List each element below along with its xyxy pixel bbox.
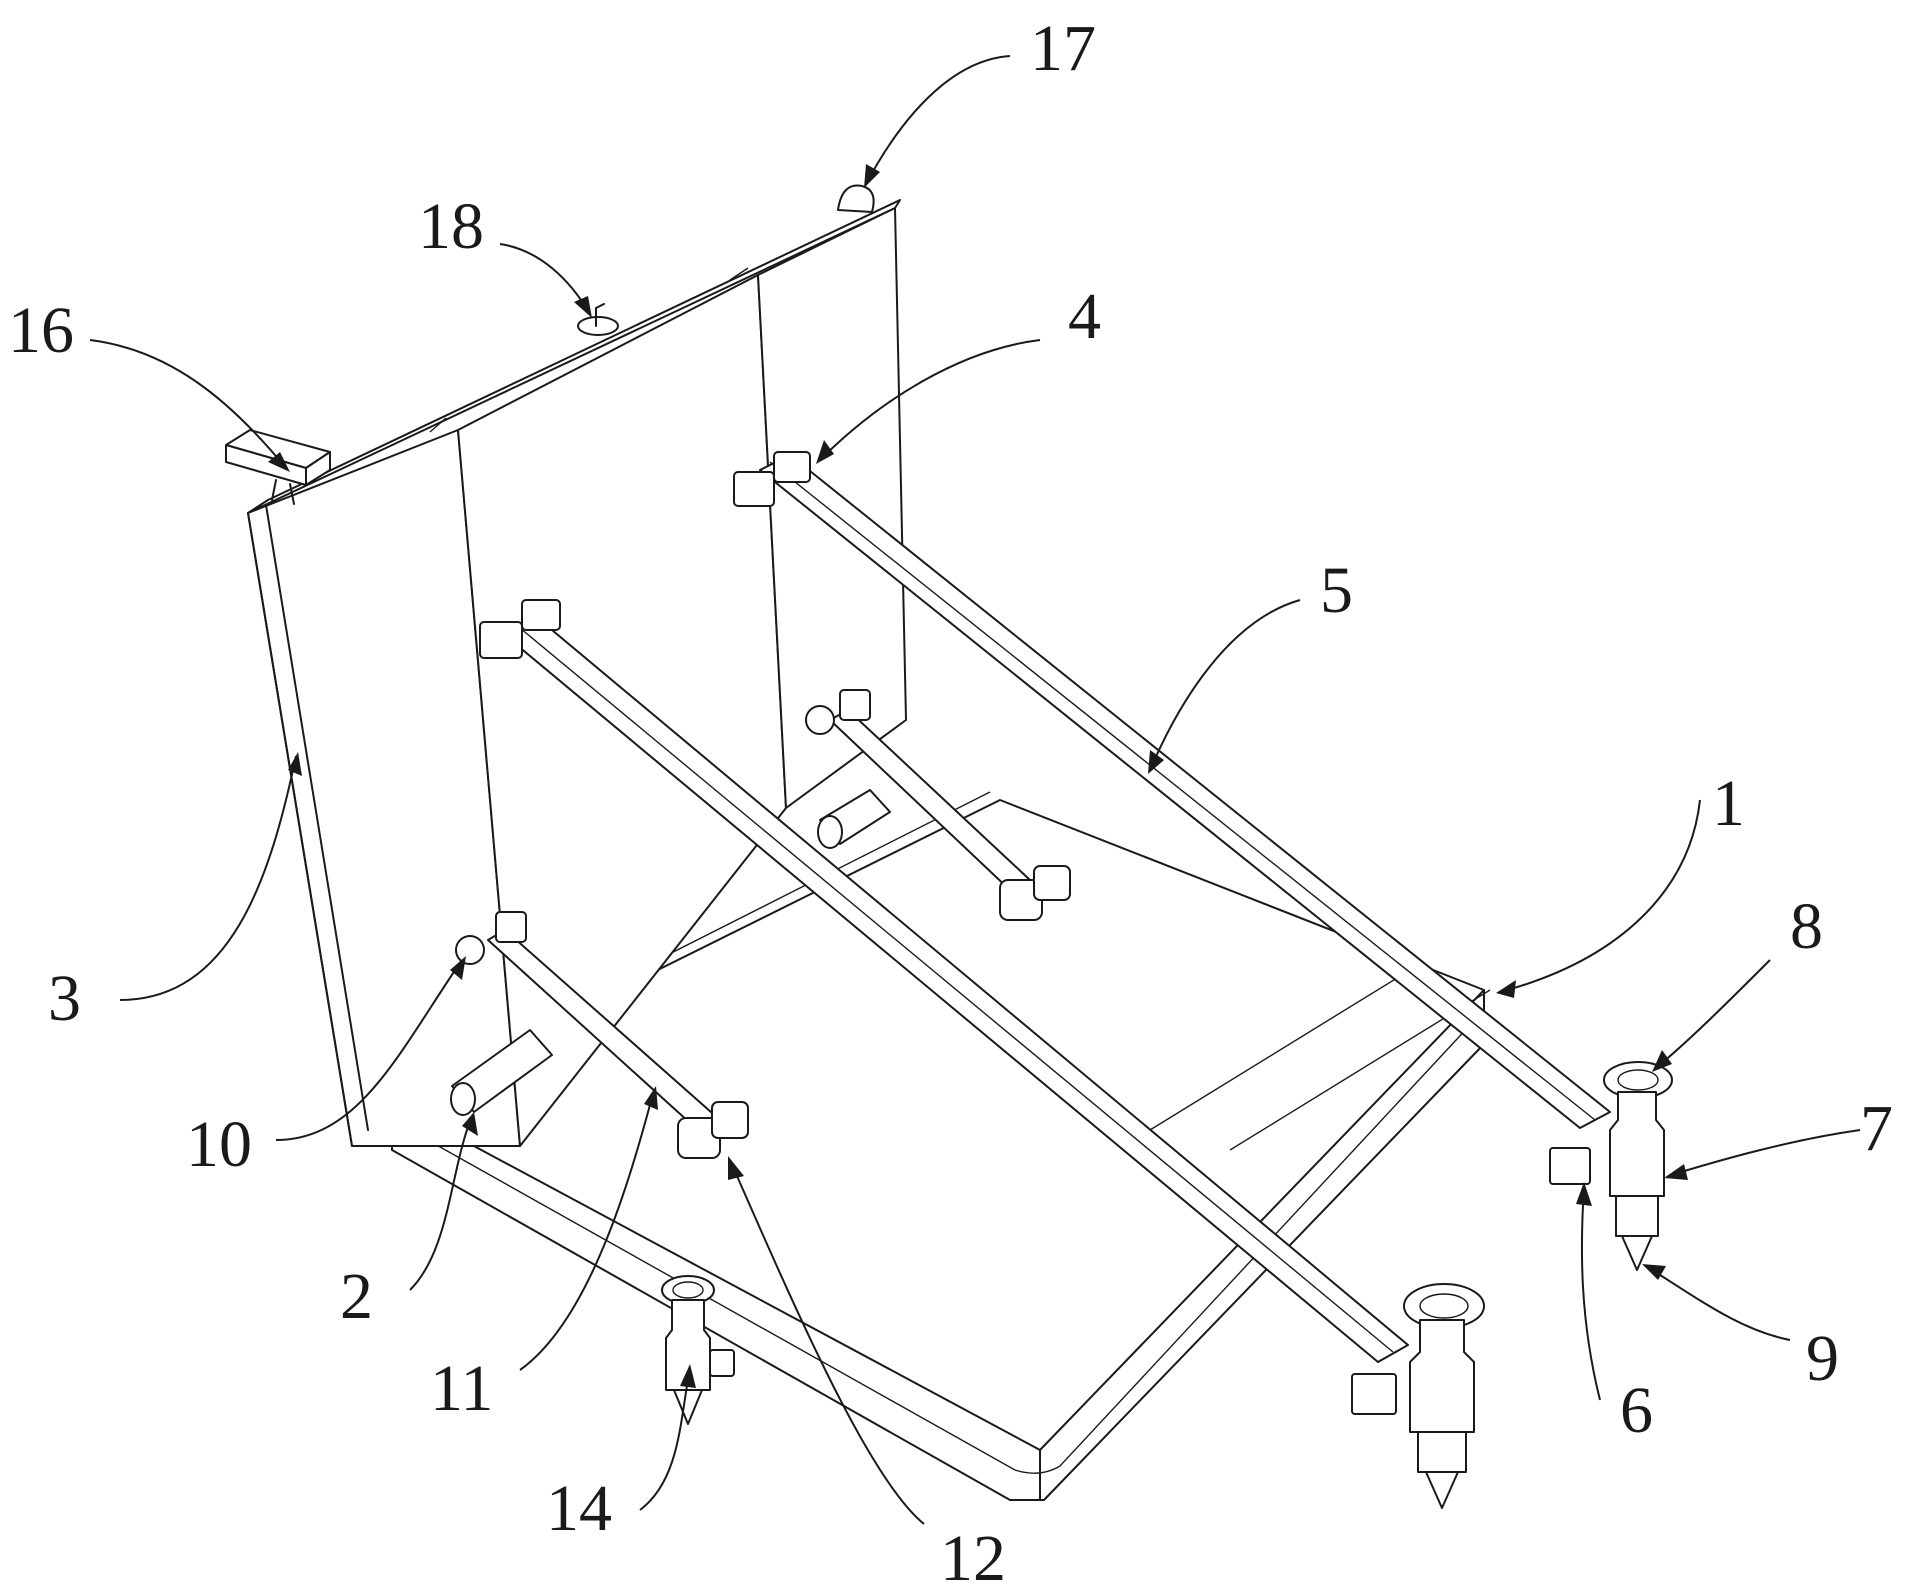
- callout-12: 12: [728, 1156, 1006, 1584]
- callout-11: 11: [430, 1086, 658, 1425]
- callout-14-label: 14: [546, 1472, 612, 1545]
- callout-3: 3: [48, 752, 302, 1035]
- callout-2: 2: [340, 1112, 478, 1333]
- callout-8: 8: [1652, 890, 1823, 1072]
- callout-5: 5: [1148, 554, 1353, 774]
- callout-4: 4: [816, 280, 1101, 464]
- brace-bar-upper: [733, 451, 1611, 1129]
- callout-2-label: 2: [340, 1260, 373, 1333]
- callout-4-label: 4: [1068, 280, 1101, 353]
- callout-9-label: 9: [1806, 1322, 1839, 1395]
- callout-7-label: 7: [1860, 1092, 1893, 1165]
- callout-6: 6: [1576, 1182, 1653, 1447]
- brace-bar-lower: [479, 599, 1409, 1363]
- callout-12-label: 12: [940, 1522, 1006, 1584]
- callout-1: 1: [1496, 767, 1745, 998]
- callout-8-label: 8: [1790, 890, 1823, 963]
- callout-16-label: 16: [8, 294, 74, 367]
- roller-left: [450, 1029, 553, 1116]
- callout-18-label: 18: [418, 190, 484, 263]
- peg-left: [661, 1275, 735, 1425]
- callout-7: 7: [1664, 1092, 1893, 1180]
- strut-right: [805, 689, 1071, 921]
- callout-17: 17: [864, 12, 1096, 188]
- roller-right: [817, 789, 891, 849]
- peg-right: [1549, 1061, 1673, 1271]
- callout-1-label: 1: [1712, 767, 1745, 840]
- callout-3-label: 3: [48, 962, 81, 1035]
- callout-11-label: 11: [430, 1352, 494, 1425]
- callout-14: 14: [546, 1364, 696, 1545]
- callout-5-label: 5: [1320, 554, 1353, 627]
- callout-10: 10: [186, 956, 466, 1181]
- strut-left: [455, 911, 749, 1159]
- top-knob: [837, 184, 875, 213]
- callout-17-label: 17: [1030, 12, 1096, 85]
- peg-front: [1351, 1283, 1485, 1509]
- top-hook: [577, 303, 619, 336]
- callout-9: 9: [1642, 1264, 1839, 1395]
- callout-18: 18: [418, 190, 592, 318]
- callout-10-label: 10: [186, 1108, 252, 1181]
- callout-16: 16: [8, 294, 290, 472]
- callout-6-label: 6: [1620, 1374, 1653, 1447]
